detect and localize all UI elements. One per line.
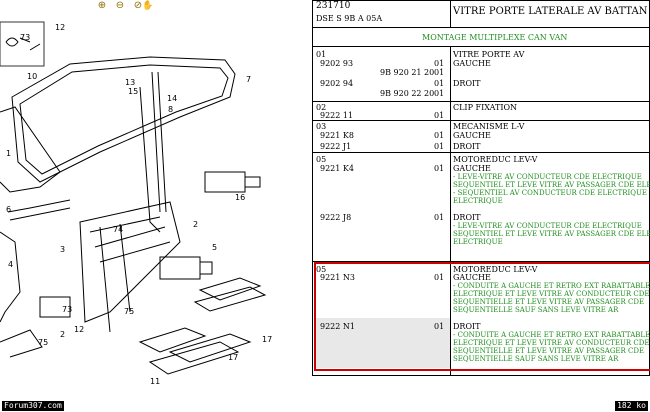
row-desc: MECANISME L-V	[453, 122, 525, 131]
row-qty: 01	[434, 59, 445, 68]
row-desc: VITRE PORTE AV	[453, 50, 525, 59]
callout-10: 10	[27, 72, 37, 81]
row-note: SEQUENTIEL ET LEVE VITRE AV PASSAGER CDE…	[453, 181, 650, 189]
row-qty: 01	[434, 79, 445, 88]
row-note: ELECTRIQUE ET LEVE VITRE AV CONDUCTEUR C…	[453, 339, 650, 347]
row-qty: 01	[434, 89, 445, 98]
row-desc: MOTOREDUC LEV-V	[453, 155, 538, 164]
header-title: VITRE PORTE LATERALE AV BATTAN	[453, 6, 648, 17]
callout-73-b: 73	[62, 305, 72, 314]
highlight-box	[314, 262, 650, 371]
callout-12-top: 12	[55, 23, 65, 32]
row-ref: 9221 K4	[320, 164, 354, 173]
row-note: - CONDUITE A GAUCHE ET RETRO EXT RABATTA…	[453, 331, 650, 339]
row-desc: GAUCHE	[453, 273, 491, 282]
callout-13: 13	[125, 78, 135, 87]
callout-17-b: 17	[228, 353, 238, 362]
callout-75: 75	[124, 307, 134, 316]
row-desc: DROIT	[453, 322, 481, 331]
row-number: 02	[316, 103, 327, 112]
callout-74: 74	[113, 225, 123, 234]
row-desc: DROIT	[453, 142, 481, 151]
row-note: SEQUENTIELLE ET LEVE VITRE AV PASSAGER C…	[453, 347, 645, 355]
callout-2-b: 2	[60, 330, 65, 339]
row-note: SEQUENTIELLE ET LEVE VITRE AV PASSAGER C…	[453, 298, 645, 306]
zoom-out-icon[interactable]: ⊖	[115, 0, 125, 11]
row-desc: CLIP FIXATION	[453, 103, 518, 112]
row-qty: 01	[434, 142, 445, 151]
row-ref: 9221 K8	[320, 131, 354, 140]
row-desc: GAUCHE	[453, 131, 491, 140]
row-qty: 01	[434, 322, 445, 331]
callout-12: 12	[74, 325, 84, 334]
exploded-view-drawing: 73 12 10 1 13 15 14 7 8 2 16 74 75 73 2 …	[0, 21, 272, 386]
row-note: ELECTRIQUE ET LEVE VITRE AV CONDUCTEUR C…	[453, 290, 650, 298]
callout-5: 5	[212, 243, 217, 252]
row-note: ELECTRIQUE	[453, 197, 503, 205]
callout-16: 16	[235, 193, 245, 202]
callout-1: 1	[6, 149, 11, 158]
row-qty: 01	[434, 111, 445, 120]
row-desc: MOTOREDUC LEV-V	[453, 265, 538, 274]
section-title: MONTAGE MULTIPLEXE CAN VAN	[422, 33, 568, 42]
row-note: - CONDUITE A GAUCHE ET RETRO EXT RABATTA…	[453, 282, 650, 290]
row-desc: DROIT	[453, 213, 481, 222]
callout-6: 6	[6, 205, 11, 214]
header-subcode: DSE S 9B A 05A	[316, 14, 383, 23]
callout-14: 14	[167, 94, 177, 103]
row-ref: 9221 N3	[320, 273, 355, 282]
parts-list-panel: 231710 DSE S 9B A 05A VITRE PORTE LATERA…	[312, 0, 650, 376]
row-note: - LEVE-VITRE AV CONDUCTEUR CDE ELECTRIQU…	[453, 222, 642, 230]
status-site-label: Forum307.com	[2, 401, 64, 411]
row-number: 05	[316, 155, 327, 164]
status-size-label: 182 ko	[615, 401, 648, 411]
row-ref: 9B 920 22 20	[380, 89, 435, 98]
parts-diagram: 73 12 10 1 13 15 14 7 8 2 16 74 75 73 2 …	[0, 12, 300, 400]
row-qty: 01	[434, 213, 445, 222]
callout-73: 73	[20, 33, 30, 42]
row-qty: 01	[434, 164, 445, 173]
row-desc: DROIT	[453, 79, 481, 88]
callout-4: 4	[8, 260, 13, 269]
selected-row-shade	[316, 318, 450, 368]
row-note: SEQUENTIELLE SAUF SANS LEVE VITRE AR	[453, 355, 619, 363]
row-number: 05	[316, 265, 327, 274]
row-ref: 9222 J1	[320, 142, 352, 151]
row-ref: 9222 N1	[320, 322, 355, 331]
hand-pan-icon[interactable]: ✋	[142, 1, 154, 11]
callout-75-b: 75	[38, 338, 48, 347]
callout-17-a: 17	[262, 335, 272, 344]
callout-3: 3	[60, 245, 65, 254]
row-qty: 01	[434, 273, 445, 282]
row-ref: 9202 93	[320, 59, 354, 68]
row-desc: GAUCHE	[453, 59, 491, 68]
row-ref: 9B 920 21 20	[380, 68, 435, 77]
callout-11: 11	[150, 377, 160, 386]
row-note: - SEQUENTIEL AV CONDUCTEUR CDE ELECTRIQU…	[453, 189, 648, 197]
row-number: 01	[316, 50, 327, 59]
row-ref: 9222 11	[320, 111, 354, 120]
callout-15: 15	[128, 87, 138, 96]
row-note: SEQUENTIEL ET LEVE VITRE AV PASSAGER CDE…	[453, 230, 650, 238]
row-desc: GAUCHE	[453, 164, 491, 173]
row-ref: 9202 94	[320, 79, 354, 88]
viewer-toolbar: ⊕ ⊖ ⊘ ✋	[0, 0, 300, 12]
row-note: - LEVE-VITRE AV CONDUCTEUR CDE ELECTRIQU…	[453, 173, 642, 181]
row-note: SEQUENTIELLE SAUF SANS LEVE VITRE AR	[453, 306, 619, 314]
row-note: ELECTRIQUE	[453, 238, 503, 246]
row-number: 03	[316, 122, 327, 131]
callout-2: 2	[193, 220, 198, 229]
row-ref: 9222 J8	[320, 213, 352, 222]
header-code: 231710	[316, 1, 351, 11]
callout-8: 8	[168, 105, 173, 114]
zoom-in-icon[interactable]: ⊕	[97, 0, 107, 11]
zoom-fit-icon[interactable]: ⊘	[133, 0, 143, 11]
row-qty: 01	[434, 68, 445, 77]
status-bar: Forum307.com 182 ko	[0, 400, 650, 412]
callout-7: 7	[246, 75, 251, 84]
row-qty: 01	[434, 131, 445, 140]
